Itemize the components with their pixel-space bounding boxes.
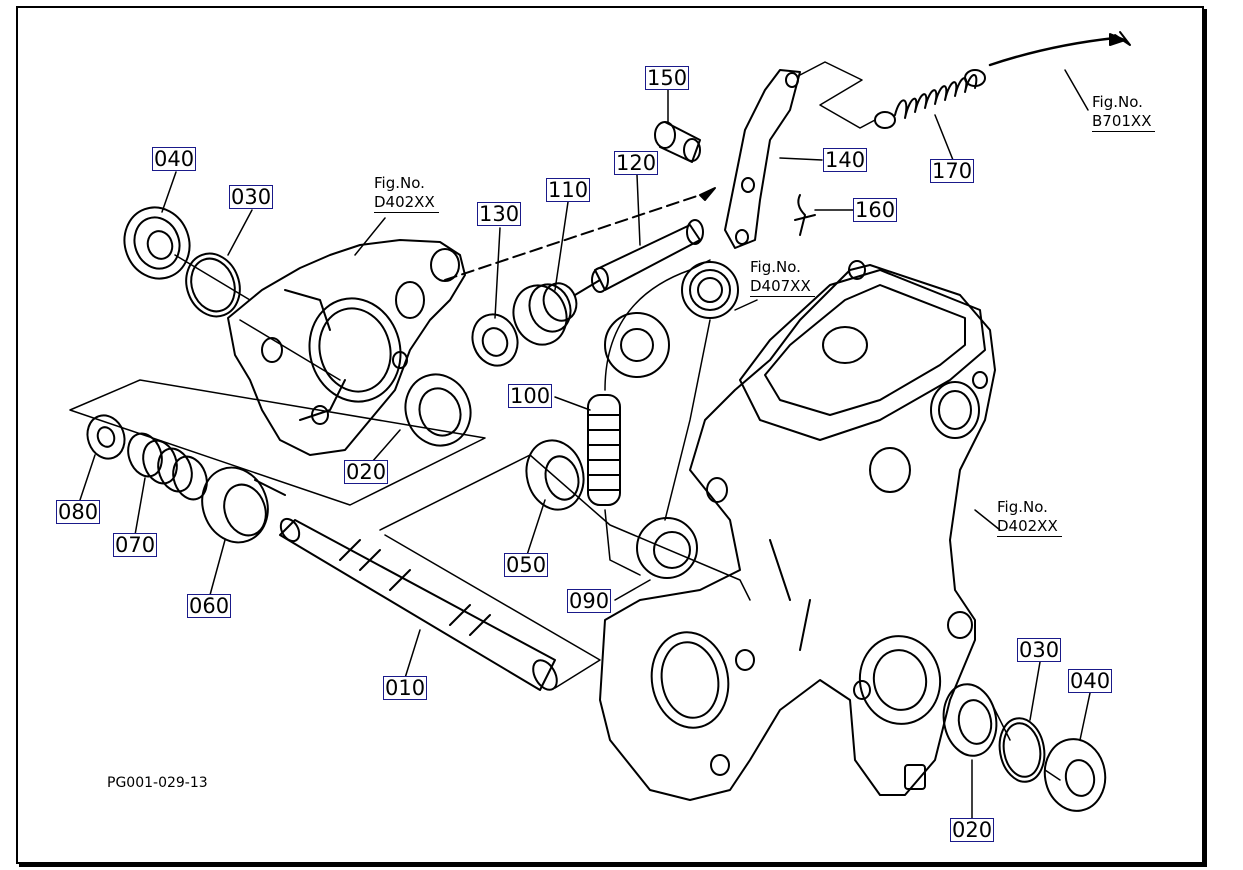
upper-housing-drawing <box>227 239 466 456</box>
part-label-120[interactable]: 120 <box>614 151 659 175</box>
snap-ring-030-upper <box>185 252 241 318</box>
fig-ref-prefix: Fig.No. <box>374 174 425 192</box>
fig-ref-prefix: Fig.No. <box>750 258 801 276</box>
part-label-110[interactable]: 110 <box>546 178 591 202</box>
fig-ref-spring-link[interactable]: Fig.No. B701XX <box>1092 93 1156 132</box>
clutch-060 <box>201 466 286 544</box>
part-label-080[interactable]: 080 <box>56 500 101 524</box>
sprocket-upper <box>681 261 739 319</box>
drawing-id: PG001-029-13 <box>107 775 208 791</box>
fig-ref-prefix: Fig.No. <box>1092 93 1143 111</box>
bearing-020-lower <box>942 683 998 757</box>
sprocket-090 <box>636 517 698 579</box>
gear-case-drawing <box>599 260 996 801</box>
bearing-020-upper <box>404 373 472 447</box>
frame-shadow-bottom <box>19 864 1207 867</box>
frame-shadow-right <box>1204 9 1207 867</box>
fig-ref-prefix: Fig.No. <box>997 498 1048 516</box>
part-label-130[interactable]: 130 <box>477 202 522 226</box>
part-label-040-upper[interactable]: 040 <box>152 147 197 171</box>
chain-100 <box>587 394 621 506</box>
shaft-120 <box>591 219 704 293</box>
drawing-frame <box>16 6 1204 864</box>
bearing-040-lower <box>1043 738 1107 812</box>
part-label-090[interactable]: 090 <box>567 589 612 613</box>
spring-070 <box>127 432 208 501</box>
fig-ref-number: B701XX <box>1092 112 1156 132</box>
bevel-gear-050 <box>525 439 585 511</box>
part-label-100[interactable]: 100 <box>508 384 553 408</box>
part-label-060[interactable]: 060 <box>187 594 232 618</box>
part-label-160[interactable]: 160 <box>853 198 898 222</box>
clip-pin-160 <box>794 194 816 236</box>
bearing-130 <box>471 313 519 367</box>
lever-140 <box>724 69 801 249</box>
plane-outline-left <box>69 379 486 506</box>
shaft-010 <box>279 517 558 691</box>
part-label-020-lower[interactable]: 020 <box>950 818 995 842</box>
part-label-150[interactable]: 150 <box>645 66 690 90</box>
snap-ring-030-lower <box>998 717 1046 783</box>
part-label-170[interactable]: 170 <box>930 159 975 183</box>
part-label-030-lower[interactable]: 030 <box>1017 638 1062 662</box>
part-label-030-upper[interactable]: 030 <box>229 185 274 209</box>
part-label-010[interactable]: 010 <box>383 676 428 700</box>
worm-gear-110 <box>512 279 601 346</box>
leader-lines <box>79 69 1091 819</box>
fig-ref-number: D402XX <box>374 193 439 213</box>
pin-150 <box>654 121 701 163</box>
fig-ref-gear-case[interactable]: Fig.No. D402XX <box>997 498 1062 537</box>
fig-ref-number: D407XX <box>750 277 815 297</box>
part-label-050[interactable]: 050 <box>504 553 549 577</box>
part-label-140[interactable]: 140 <box>823 148 868 172</box>
washer-080 <box>86 414 126 460</box>
spring-170 <box>874 31 1131 129</box>
fig-ref-sprocket[interactable]: Fig.No. D407XX <box>750 258 815 297</box>
bearing-040-upper <box>123 206 191 280</box>
part-label-020-upper[interactable]: 020 <box>344 460 389 484</box>
fig-ref-number: D402XX <box>997 517 1062 537</box>
part-label-070[interactable]: 070 <box>113 533 158 557</box>
part-label-040-lower[interactable]: 040 <box>1068 669 1113 693</box>
fig-ref-upper-housing[interactable]: Fig.No. D402XX <box>374 174 439 213</box>
sprocket-middle <box>604 312 670 378</box>
